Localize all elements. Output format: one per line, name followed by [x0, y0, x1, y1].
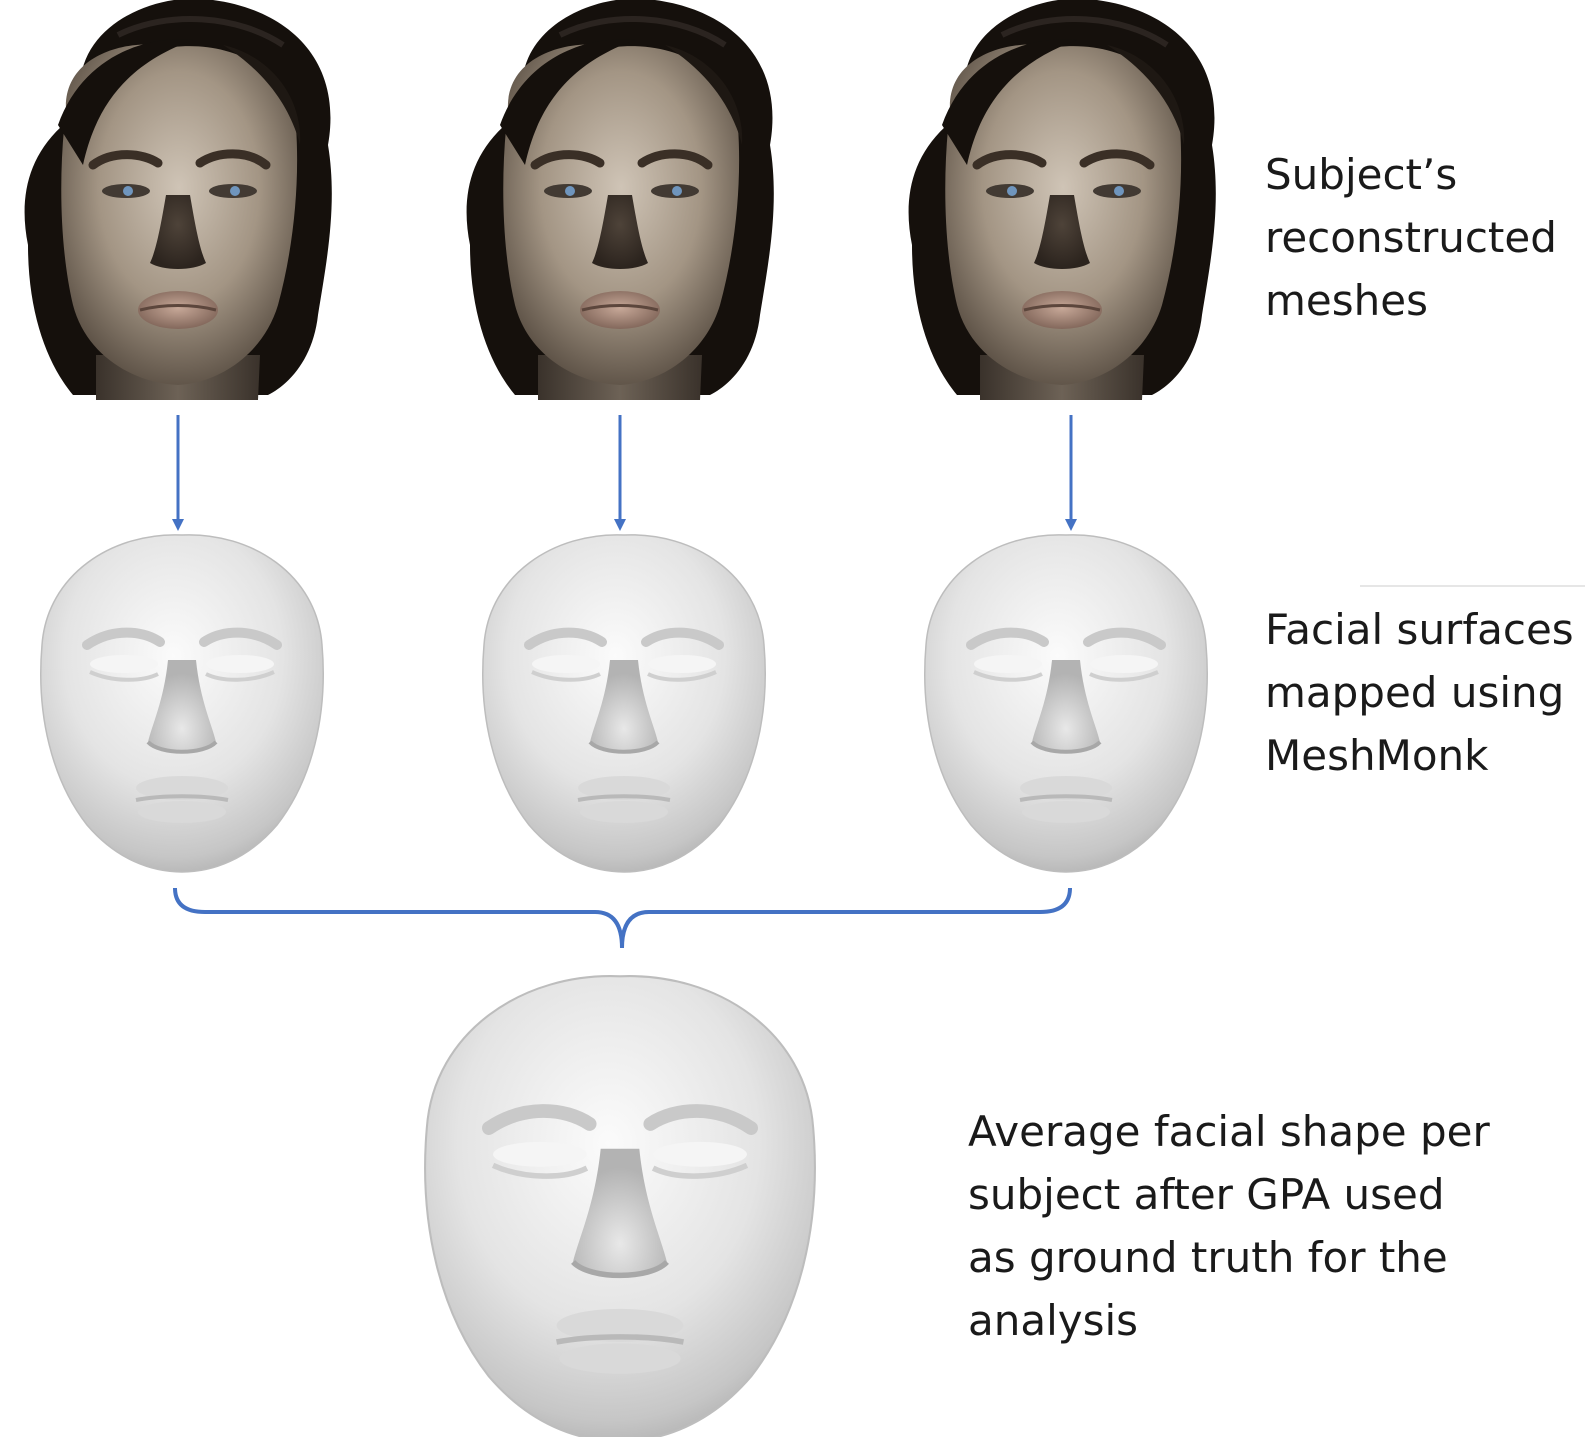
mapped-surfaces-label: Facial surfaces mapped using MeshMonk: [1265, 598, 1574, 787]
textured-head-mesh-icon-1: [25, 0, 332, 400]
gray-face-surface-icon-2: [483, 535, 765, 872]
textured-head-mesh-icon-3: [909, 0, 1216, 400]
textured-head-mesh-icon-2: [467, 0, 774, 400]
gray-face-surface-icon-3: [925, 535, 1207, 872]
reconstructed-meshes-label: Subject’s reconstructed meshes: [1265, 143, 1557, 332]
average-face-surface-icon: [425, 976, 815, 1437]
gray-face-surface-icon-1: [41, 535, 323, 872]
curly-brace-icon: [175, 888, 1070, 948]
average-shape-label: Average facial shape per subject after G…: [968, 1100, 1490, 1352]
